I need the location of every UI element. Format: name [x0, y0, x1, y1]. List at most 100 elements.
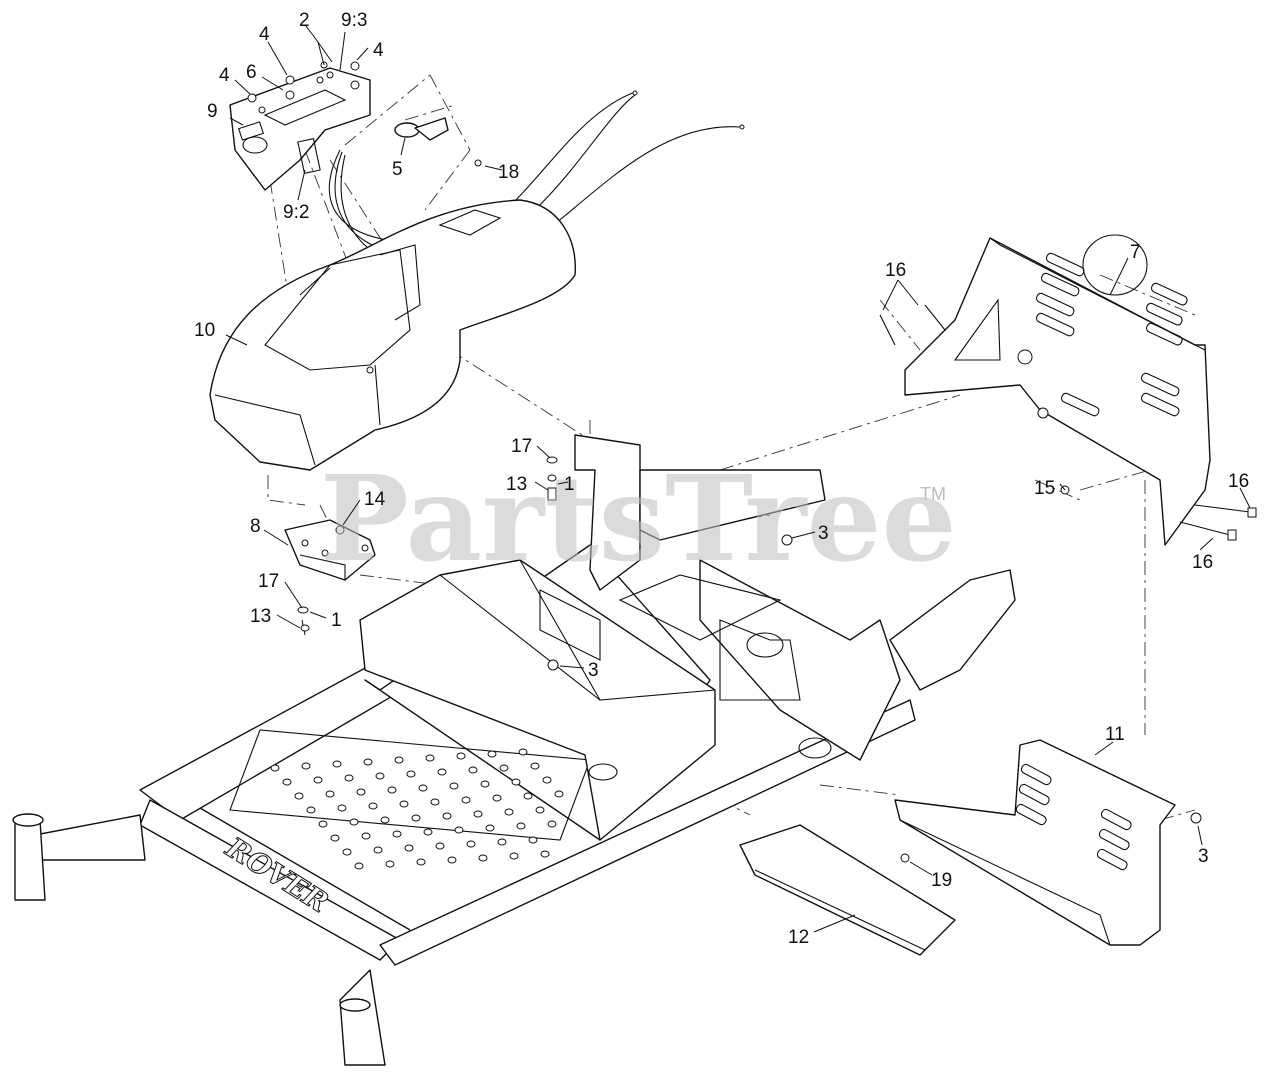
floor-hole: [478, 854, 488, 862]
callout-leaders: [225, 25, 1251, 933]
floor-hole: [318, 820, 328, 828]
floor-hole: [404, 844, 414, 852]
callout-8: 8: [250, 516, 261, 537]
callout-16-bottom: 16: [1192, 552, 1213, 573]
floor-hole: [430, 798, 440, 806]
floor-hole: [547, 820, 557, 828]
floor-hole: [461, 796, 471, 804]
floor-hole: [487, 750, 497, 758]
throttle-bracket: [284, 519, 376, 581]
floor-hole: [306, 806, 316, 814]
control-panel: [229, 67, 371, 191]
foot-plate: [739, 824, 956, 956]
floor-hole: [363, 758, 373, 766]
floor-hole: [294, 792, 304, 800]
callout-4-left: 4: [219, 65, 230, 86]
floor-hole: [523, 792, 533, 800]
callout-16-right: 16: [1228, 471, 1249, 492]
floor-hole: [466, 840, 476, 848]
floor-hole: [511, 778, 521, 786]
floor-hole: [530, 762, 540, 770]
floor-hole: [282, 778, 292, 786]
fender-seat-pan: [209, 199, 576, 471]
key-switch: [394, 117, 449, 141]
floor-hole: [270, 764, 280, 772]
callout-10: 10: [194, 320, 215, 341]
callout-9-3: 9:3: [341, 10, 367, 31]
callout-18: 18: [498, 162, 519, 183]
callout-6: 6: [246, 62, 257, 83]
floor-hole: [437, 768, 447, 776]
footrest: [894, 739, 1176, 946]
floor-hole: [435, 842, 445, 850]
floor-hole: [411, 814, 421, 822]
callout-3-middle: 3: [588, 660, 599, 681]
floor-hole: [380, 816, 390, 824]
floor-hole: [418, 784, 428, 792]
floor-hole: [392, 830, 402, 838]
mower-frame: [12, 434, 1016, 1066]
watermark: PartsTree TM: [320, 449, 957, 588]
floor-hole: [454, 826, 464, 834]
floor-hole: [425, 754, 435, 762]
floor-hole: [399, 800, 409, 808]
floor-hole: [516, 822, 526, 830]
floor-hole: [528, 836, 538, 844]
callout-7: 7: [1130, 242, 1141, 263]
floor-hole: [442, 812, 452, 820]
floor-hole: [485, 824, 495, 832]
seat-back-plate: [904, 234, 1211, 546]
callout-19: 19: [931, 870, 952, 891]
callout-4-right: 4: [373, 40, 384, 61]
floor-hole: [342, 848, 352, 856]
floor-hole: [325, 790, 335, 798]
floor-hole: [554, 790, 564, 798]
callout-14: 14: [364, 489, 386, 510]
callout-9-2: 9:2: [283, 202, 309, 223]
watermark-text: PartsTree: [320, 449, 957, 588]
floor-hole: [385, 860, 395, 868]
callout-3-top: 3: [818, 523, 829, 544]
callout-13-bottom: 13: [250, 606, 271, 627]
floor-hole: [504, 808, 514, 816]
floor-hole: [468, 766, 478, 774]
floor-hole: [473, 810, 483, 818]
callout-2: 2: [299, 10, 310, 31]
floor-hole: [337, 804, 347, 812]
callout-5: 5: [392, 159, 403, 180]
floor-hole: [449, 782, 459, 790]
floor-hole: [540, 850, 550, 858]
floor-hole: [373, 846, 383, 854]
floor-hole: [509, 852, 519, 860]
callout-9: 9: [207, 101, 218, 122]
floor-hole: [497, 838, 507, 846]
callout-16-top: 16: [885, 260, 906, 281]
floor-hole: [301, 762, 311, 770]
floor-hole: [406, 770, 416, 778]
floor-hole: [456, 752, 466, 760]
callout-13-top: 13: [506, 474, 527, 495]
watermark-trademark: TM: [920, 484, 946, 504]
floor-hole: [499, 764, 509, 772]
floor-hole: [361, 832, 371, 840]
floor-hole: [542, 776, 552, 784]
floor-hole: [480, 780, 490, 788]
floor-hole: [416, 858, 426, 866]
callout-4-top: 4: [259, 24, 270, 45]
floor-hole: [313, 776, 323, 784]
floor-hole: [368, 802, 378, 810]
floor-hole: [447, 856, 457, 864]
floor-hole: [518, 748, 528, 756]
floor-hole: [356, 788, 366, 796]
callout-labels: 2 9:3 4 4 4 6 9 9:2 5 18 10 7 16 16 16 1…: [194, 10, 1249, 948]
callout-17-top: 17: [511, 436, 532, 457]
floor-hole: [332, 760, 342, 768]
floor-hole: [394, 756, 404, 764]
floor-hole: [387, 786, 397, 794]
callout-12: 12: [788, 927, 809, 948]
floor-hole: [535, 806, 545, 814]
floor-hole: [330, 834, 340, 842]
callout-15: 15: [1034, 478, 1055, 499]
floor-hole: [354, 862, 364, 870]
